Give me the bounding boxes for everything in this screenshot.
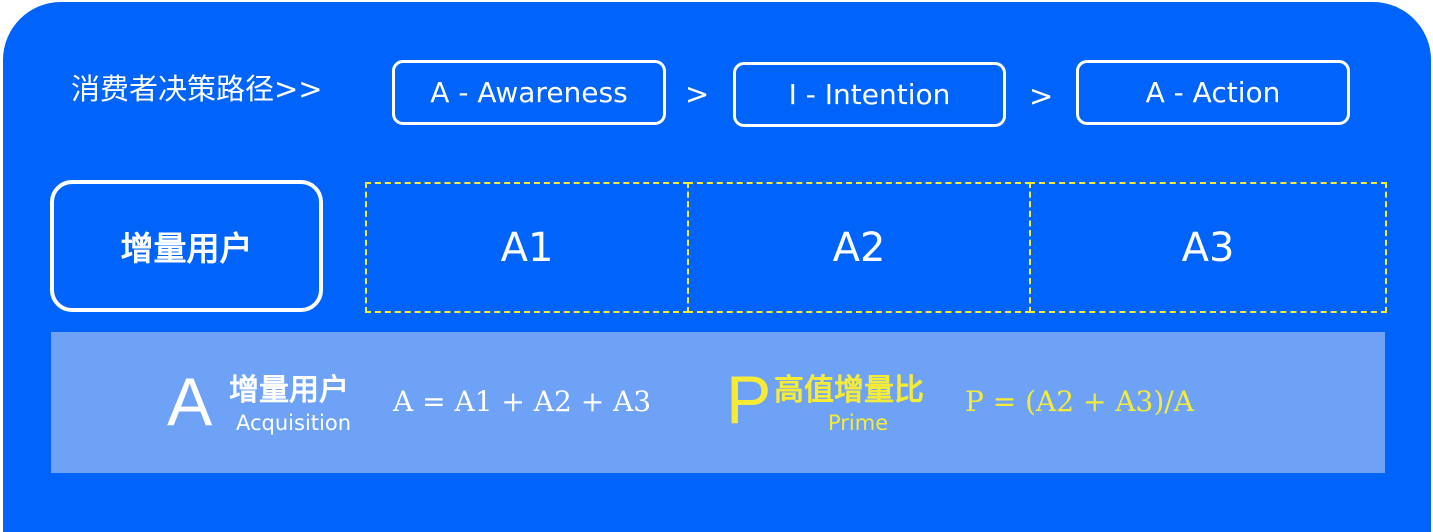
- formula-bar: A 增量用户 Acquisition A = A1 + A2 + A3 P 高值…: [51, 332, 1385, 473]
- segment-a3: A3: [1029, 182, 1387, 313]
- acquisition-letter: A: [167, 364, 213, 440]
- prime-subtitle: Prime: [828, 411, 889, 435]
- prime-letter: P: [726, 362, 772, 438]
- acquisition-formula: A = A1 + A2 + A3: [393, 385, 652, 418]
- stage-awareness: A - Awareness: [392, 60, 666, 125]
- decision-path-panel: 消费者决策路径>> A - Awareness > I - Intention …: [3, 2, 1431, 532]
- decision-path-label: 消费者决策路径>>: [71, 72, 323, 106]
- stage-intention: I - Intention: [733, 62, 1006, 127]
- segment-a1: A1: [365, 182, 689, 313]
- incremental-users-box: 增量用户: [50, 180, 323, 312]
- segment-a2: A2: [687, 182, 1031, 313]
- stage-action: A - Action: [1076, 60, 1350, 125]
- acquisition-subtitle: Acquisition: [236, 411, 352, 435]
- stage-separator: >: [1029, 79, 1054, 113]
- stage-separator: >: [685, 77, 710, 111]
- acquisition-name: 增量用户: [229, 373, 349, 408]
- user-segments: A1 A2 A3: [365, 182, 1387, 313]
- prime-formula: P = (A2 + A3)/A: [965, 385, 1194, 418]
- prime-name: 高值增量比: [774, 373, 924, 408]
